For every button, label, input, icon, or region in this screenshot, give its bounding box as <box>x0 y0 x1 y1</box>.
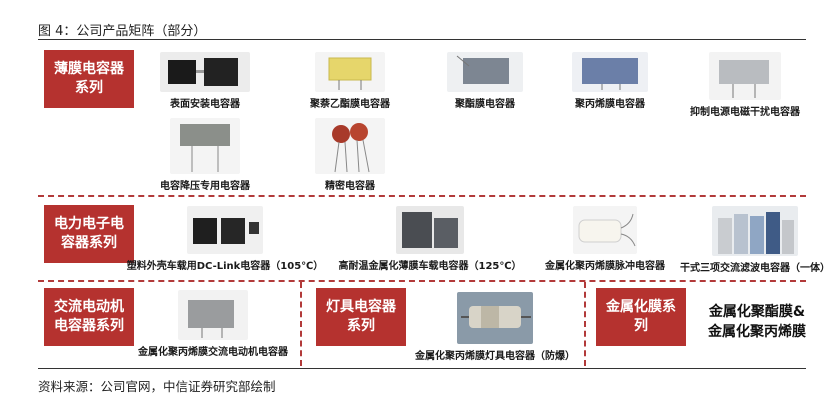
product-precision: 精密电容器 <box>295 118 405 192</box>
boxed-capacitor-icon <box>187 206 263 254</box>
product-smd: 表面安装电容器 <box>150 52 260 110</box>
boxed-capacitor-icon <box>178 290 248 340</box>
boxed-capacitor-icon <box>572 52 648 92</box>
product-label: 电容降压专用电容器 <box>160 181 250 192</box>
product-label: 金属化聚丙烯膜脉冲电容器 <box>545 261 665 272</box>
product-label: 精密电容器 <box>325 181 375 192</box>
metallized-film-description: 金属化聚酯膜& 金属化聚丙烯膜 <box>695 302 819 342</box>
product-pen: 聚萘乙酯膜电容器 <box>295 52 405 110</box>
product-label: 表面安装电容器 <box>170 99 240 110</box>
category-lamp: 灯具电容器 系列 <box>316 288 406 346</box>
divider-row-2 <box>38 280 806 282</box>
product-ac-motor: 金属化聚丙烯膜交流电动机电容器 <box>128 290 298 358</box>
boxed-capacitor-icon <box>160 52 250 92</box>
product-lamp: 金属化聚丙烯膜灯具电容器（防爆） <box>410 292 580 362</box>
divider-row-1 <box>38 195 806 197</box>
metallized-film-line-1: 金属化聚酯膜& <box>708 304 806 320</box>
product-label: 塑料外壳车载用DC-Link电容器（105℃） <box>126 261 324 272</box>
category-metallized-film: 金属化膜系 列 <box>596 288 686 346</box>
product-high-temp: 高耐温金属化薄膜车载电容器（125℃） <box>338 206 522 272</box>
radial-capacitor-icon <box>315 118 385 174</box>
bottom-rule <box>38 368 806 369</box>
boxed-capacitor-icon <box>170 118 240 174</box>
product-dc-link: 塑料外壳车载用DC-Link电容器（105℃） <box>127 206 323 272</box>
product-label: 聚丙烯膜电容器 <box>575 99 645 110</box>
category-film-capacitors: 薄膜电容器 系列 <box>44 50 134 108</box>
product-label: 金属化聚丙烯膜交流电动机电容器 <box>138 347 288 358</box>
product-label: 高耐温金属化薄膜车载电容器（125℃） <box>338 261 522 272</box>
product-emi: 抑制电源电磁干扰电容器 <box>680 52 810 118</box>
divider-col-1 <box>300 282 302 366</box>
product-ac-filter: 干式三项交流滤波电容器（一体） <box>680 206 830 274</box>
figure-title: 图 4：公司产品矩阵（部分） <box>38 24 207 39</box>
product-label: 金属化聚丙烯膜灯具电容器（防爆） <box>415 351 575 362</box>
product-pulse: 金属化聚丙烯膜脉冲电容器 <box>540 206 670 272</box>
boxed-capacitor-icon <box>315 52 385 92</box>
product-label: 聚酯膜电容器 <box>455 99 515 110</box>
product-pet: 聚酯膜电容器 <box>430 52 540 110</box>
cylindrical-capacitor-icon <box>457 292 533 344</box>
category-ac-motor: 交流电动机 电容器系列 <box>44 288 134 346</box>
divider-col-2 <box>584 282 586 366</box>
boxed-capacitor-icon <box>396 206 464 254</box>
cylindrical-capacitor-icon <box>712 206 798 256</box>
boxed-capacitor-icon <box>709 52 781 100</box>
product-label: 干式三项交流滤波电容器（一体） <box>680 263 830 274</box>
product-label: 抑制电源电磁干扰电容器 <box>690 107 800 118</box>
product-pp: 聚丙烯膜电容器 <box>555 52 665 110</box>
top-rule <box>38 39 806 40</box>
source-note: 资料来源：公司官网，中信证券研究部绘制 <box>38 379 276 394</box>
cylindrical-capacitor-icon <box>573 206 637 254</box>
product-step-down: 电容降压专用电容器 <box>150 118 260 192</box>
category-power-electronics: 电力电子电 容器系列 <box>44 205 134 263</box>
metallized-film-line-2: 金属化聚丙烯膜 <box>708 324 806 340</box>
product-label: 聚萘乙酯膜电容器 <box>310 99 390 110</box>
boxed-capacitor-icon <box>447 52 523 92</box>
